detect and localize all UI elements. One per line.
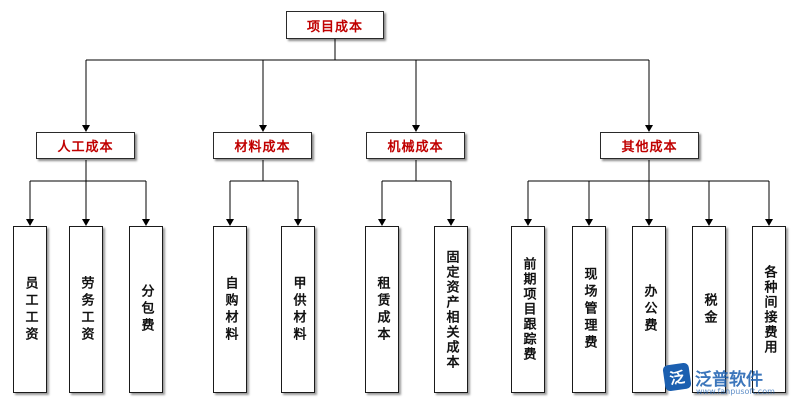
leaf-label: 现场管理费	[581, 267, 597, 352]
leaf-office-expense: 办公费	[632, 226, 666, 393]
leaf-arrowhead	[294, 219, 302, 226]
leaf-taxes: 税金	[692, 226, 726, 393]
leaf-arrowhead	[142, 219, 150, 226]
leaf-label: 前期项目跟踪费	[520, 257, 536, 362]
leaf-fixed-asset-cost: 固定资产相关成本	[434, 226, 468, 393]
leaf-label: 甲供材料	[290, 275, 306, 344]
leaf-arrowhead	[765, 219, 773, 226]
category-arrowhead	[259, 125, 267, 132]
leaf-site-management-fee: 现场管理费	[572, 226, 606, 393]
leaf-label: 固定资产相关成本	[443, 249, 459, 370]
leaf-arrowhead	[26, 219, 34, 226]
leaf-subcontract-fee: 分包费	[129, 226, 163, 393]
category-material-cost: 材料成本	[213, 132, 312, 159]
leaf-arrowhead	[585, 219, 593, 226]
leaf-labor-wages: 劳务工资	[69, 226, 103, 393]
leaf-arrowhead	[226, 219, 234, 226]
leaf-label: 分包费	[138, 284, 154, 335]
leaf-label: 自购材料	[222, 275, 238, 344]
leaf-lease-cost: 租赁成本	[365, 226, 399, 393]
leaf-indirect-costs: 各种间接费用	[752, 226, 786, 393]
leaf-label: 员工工资	[22, 275, 38, 344]
leaf-label: 租赁成本	[374, 275, 390, 344]
category-arrowhead	[645, 125, 653, 132]
brand-url: www.fanpusoft.com	[696, 387, 775, 396]
category-other-cost: 其他成本	[600, 132, 699, 159]
leaf-arrowhead	[447, 219, 455, 226]
leaf-arrowhead	[645, 219, 653, 226]
leaf-arrowhead	[82, 219, 90, 226]
brand-logo: 泛 泛普软件	[662, 357, 794, 397]
category-labor-cost: 人工成本	[36, 132, 135, 159]
leaf-arrowhead	[378, 219, 386, 226]
leaf-arrowhead	[524, 219, 532, 226]
leaf-employee-wages: 员工工资	[13, 226, 47, 393]
leaf-label: 税金	[701, 292, 717, 327]
category-arrowhead	[412, 125, 420, 132]
leaf-preliminary-tracking-fee: 前期项目跟踪费	[511, 226, 545, 393]
category-arrowhead	[82, 125, 90, 132]
leaf-arrowhead	[705, 219, 713, 226]
leaf-self-purchased-material: 自购材料	[213, 226, 247, 393]
brand-mark-icon: 泛	[662, 362, 692, 392]
brand-name: 泛普软件	[695, 369, 763, 390]
category-machinery-cost: 机械成本	[366, 132, 465, 159]
leaf-label: 各种间接费用	[761, 264, 777, 355]
leaf-label: 劳务工资	[78, 275, 94, 344]
root-node: 项目成本	[286, 11, 384, 39]
leaf-label: 办公费	[641, 284, 657, 335]
leaf-client-supplied-material: 甲供材料	[281, 226, 315, 393]
